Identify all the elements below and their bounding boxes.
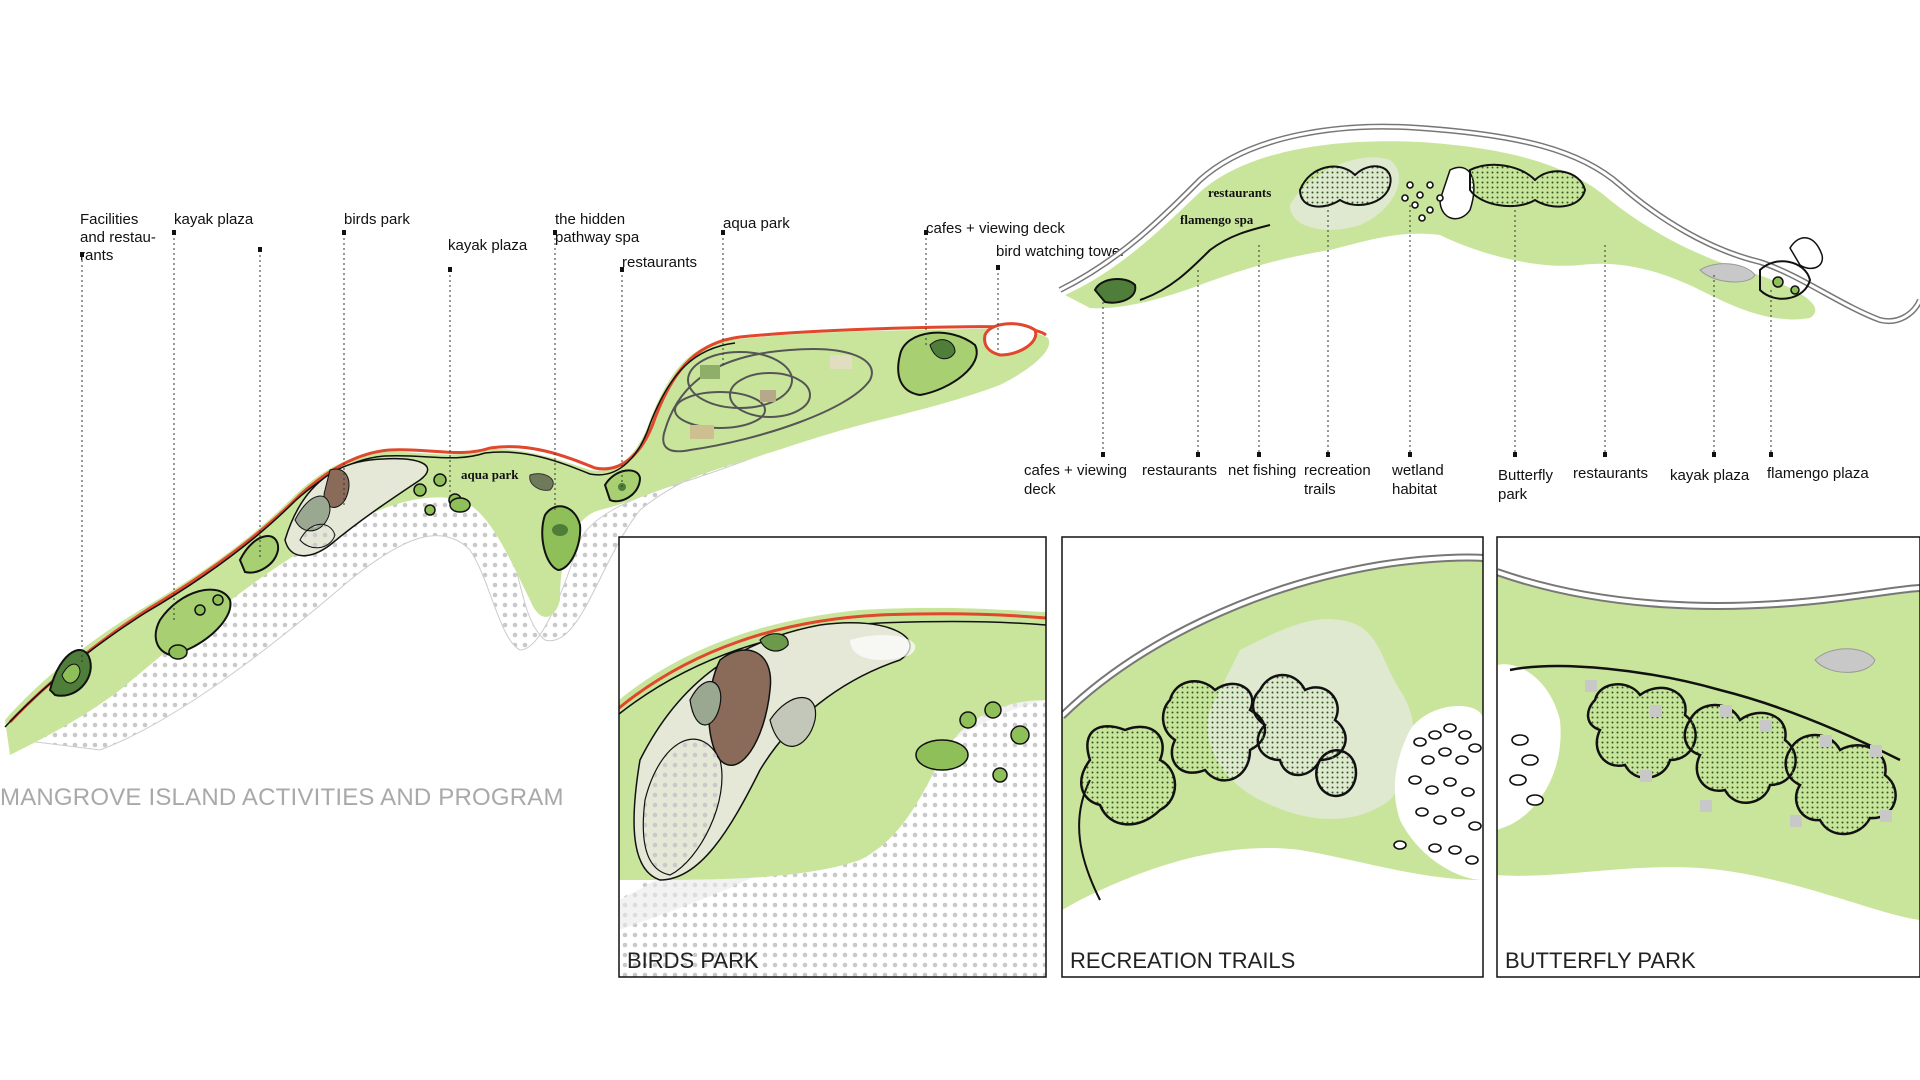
birds-park-zone [284,457,429,557]
right-island-wetland [1401,181,1444,222]
label-aqua-park: aqua park [723,215,790,232]
panel-title-recreation-trails: RECREATION TRAILS [1070,948,1295,973]
label-birds-park: birds park [344,211,410,228]
label-r-butterfly-line-1: Butterfly [1498,467,1554,484]
label-facilities: Facilities and restau- rants [80,211,160,264]
facilities-zone [48,649,92,697]
left-island-land [5,328,1050,755]
label-bird-watching-tower: bird watching tower [996,243,1125,260]
label-flamengo-spa: flamengo spa [1180,212,1254,227]
hidden-spa-zone [529,473,582,572]
label-r-wetland-line-1: wetland [1391,462,1444,479]
cafes-viewing-deck-zone [897,331,978,397]
label-kayak-plaza-1: kayak plaza [174,211,254,228]
label-cafes-viewing-deck: cafes + viewing deck [926,220,1065,237]
label-r-kayak: kayak plaza [1670,467,1750,484]
label-r-recreation-trails-line-2: trails [1304,481,1336,498]
label-r-net-fishing: net fishing [1228,462,1296,479]
kayak-plaza-1-zone [154,588,232,660]
label-r-restaurants-1: restaurants [1142,462,1217,479]
right-island-trails [1298,165,1392,208]
label-r-cafes-line-2: deck [1024,481,1056,498]
label-r-butterfly-line-2: park [1498,486,1528,503]
label-facilities-line-3: rants [80,247,113,264]
label-kayak-plaza-2: kayak plaza [448,237,528,254]
label-r-restaurants-2: restaurants [1573,465,1648,482]
wetland-rings [1393,706,1483,880]
label-facilities-line-1: Facilities [80,211,138,228]
label-r-wetland: wetland habitat [1391,462,1448,498]
label-r-recreation-trails-line-1: recreation [1304,462,1371,479]
left-island-red-path [8,325,1047,724]
left-island-labels: Facilities and restau- rants kayak plaza… [80,211,1125,482]
diagram-title: MANGROVE ISLAND ACTIVITIES AND PROGRAM [0,784,564,811]
label-r-recreation-trails: recreation trails [1304,462,1375,498]
left-island-leaders [80,230,1000,665]
panel-birds-park: BIRDS PARK [618,536,1047,978]
right-island-map [1058,123,1920,325]
panel-title-birds-park: BIRDS PARK [627,948,759,973]
label-hidden-spa-line-1: the hidden [555,211,625,228]
recreation-trails-loops [1080,673,1358,826]
right-island-land [1065,141,1816,320]
label-hidden-spa-line-2: pathway spa [555,229,640,246]
left-island-coast-line [4,342,736,728]
aqua-park-zone [662,348,873,453]
right-island-leaders [1101,200,1773,457]
label-r-cafes-line-1: cafes + viewing [1024,462,1127,479]
bird-tower-zone [983,322,1038,357]
label-hidden-spa: the hidden pathway spa [555,211,640,246]
panel-recreation-trails: RECREATION TRAILS [1061,536,1484,978]
label-r-flamengo-plaza: flamengo plaza [1767,465,1869,482]
right-island-labels: restaurants flamengo spa cafes + viewing… [1024,185,1869,503]
label-restaurants-top: restaurants [1208,185,1271,200]
label-r-cafes: cafes + viewing deck [1024,462,1131,498]
label-restaurants: restaurants [622,254,697,271]
label-r-butterfly: Butterfly park [1498,467,1557,503]
right-island-butterfly [1469,163,1587,208]
left-island-map [4,322,1050,755]
panel-title-butterfly-park: BUTTERFLY PARK [1505,948,1696,973]
label-facilities-line-2: and restau- [80,229,156,246]
right-island-cafes [1093,278,1137,304]
kayak-plaza-2-zone [413,473,471,516]
label-aqua-park-inline: aqua park [461,467,519,482]
kayak-plaza-zone-2 [238,535,280,574]
label-r-wetland-line-2: habitat [1392,481,1438,498]
panel-butterfly-park: BUTTERFLY PARK [1496,536,1920,978]
